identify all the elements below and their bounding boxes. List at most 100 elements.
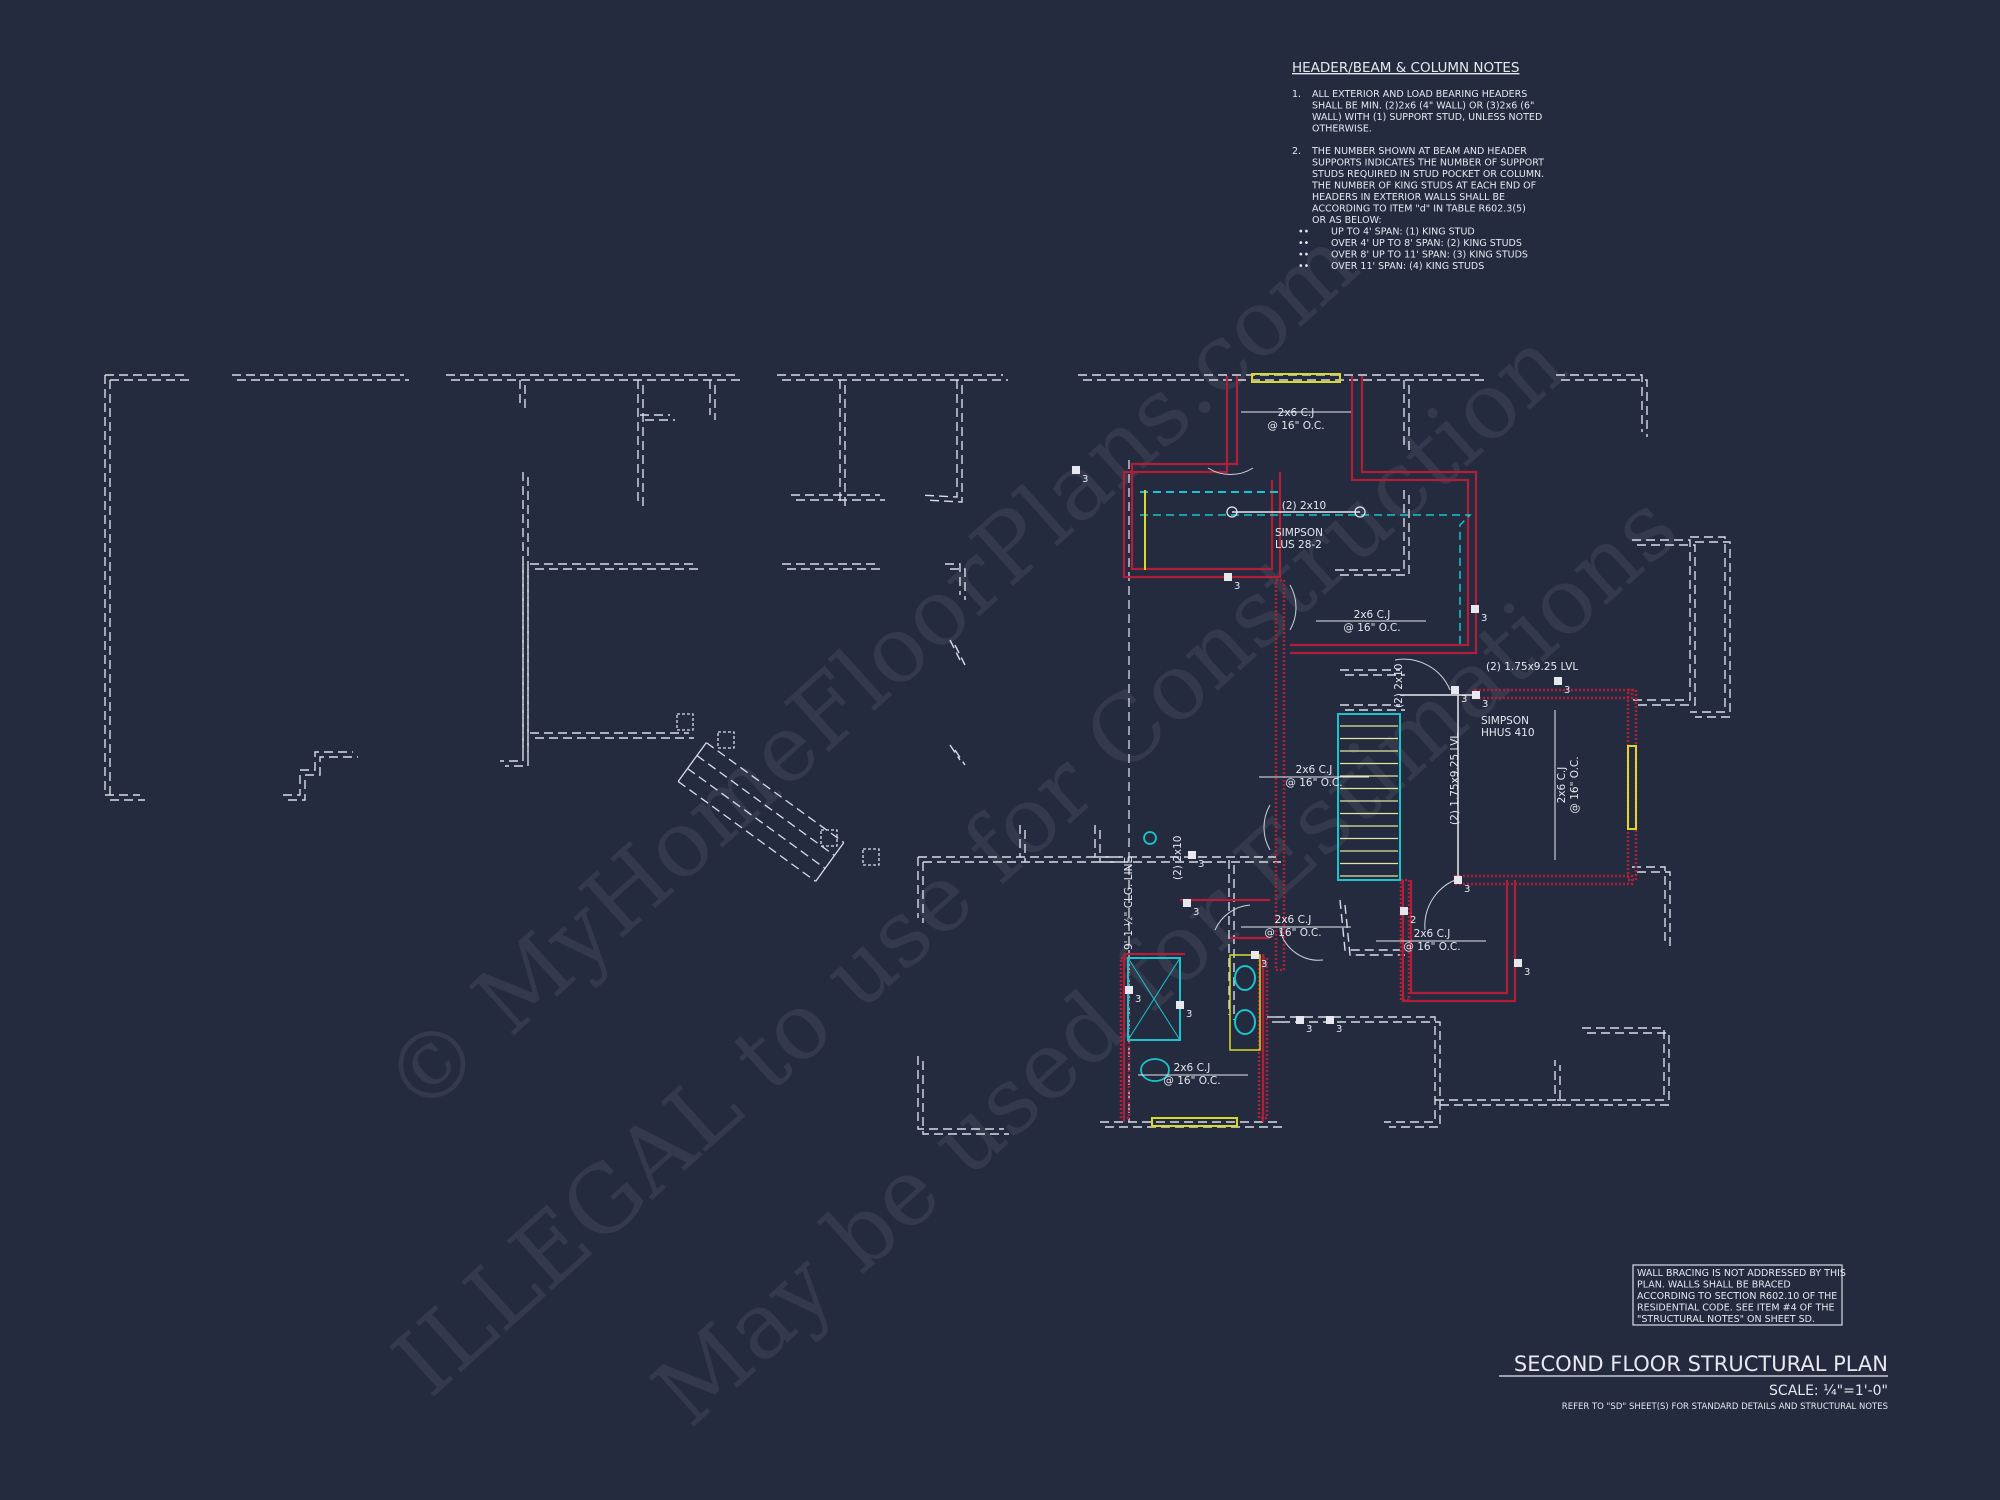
note-bullet: UP TO 4' SPAN: (1) KING STUD (1331, 227, 1475, 238)
hatched-bearing-wall (1257, 956, 1269, 1120)
stud-square (1296, 1016, 1304, 1024)
stud-square (1451, 686, 1459, 694)
wall-line (500, 472, 524, 762)
dashed-wall (519, 380, 526, 410)
note-line: SUPPORTS INDICATES THE NUMBER OF SUPPORT (1312, 158, 1544, 169)
shower-icon (1127, 957, 1181, 1041)
note-line: THE NUMBER SHOWN AT BEAM AND HEADER (1311, 146, 1527, 157)
column-icon (676, 713, 694, 731)
column-outline (717, 731, 735, 749)
note-number: 2. (1292, 146, 1301, 157)
sink-icon (1234, 965, 1256, 991)
stud-count-marker: 3 (1183, 899, 1199, 918)
beam-line-cyan (1140, 514, 1472, 645)
stud-count: 3 (1464, 884, 1470, 895)
bracing-line: WALL BRACING IS NOT ADDRESSED BY THIS (1637, 1268, 1846, 1279)
wall-line (1637, 544, 1696, 706)
wall-line (1555, 1027, 1665, 1101)
stud-square (1471, 605, 1479, 613)
drawing-title: SECOND FLOOR STRUCTURAL PLAN (1514, 1352, 1888, 1376)
note-line: ACCORDING TO ITEM "d" IN TABLE R602.3(5) (1312, 204, 1526, 215)
stud-count-marker: 3 (1554, 677, 1570, 696)
stud-count: 3 (1193, 907, 1199, 918)
dashed-wall (640, 414, 675, 421)
joist-label: 2x6 C.J @ 16" O.C. (1264, 914, 1321, 939)
wall-line (954, 749, 966, 766)
window (1627, 745, 1637, 830)
bullet-icon: •• (1298, 261, 1309, 272)
svg-text:@ 16" O.C.: @ 16" O.C. (1285, 777, 1342, 789)
fan-icon (1143, 831, 1157, 845)
door-swing (1207, 467, 1254, 475)
svg-text:2x6 C.J: 2x6 C.J (1296, 764, 1333, 776)
door-swing (1279, 929, 1324, 961)
dashed-wall (1632, 866, 1671, 950)
joist-label: 2x6 C.J @ 16" O.C. (1343, 609, 1400, 634)
bearing-wall (1290, 376, 1478, 655)
dashed-wall (1435, 1060, 1561, 1106)
column-icon (717, 731, 735, 749)
door-swing (1394, 658, 1451, 691)
dashed-wall (918, 856, 1281, 863)
dashed-wall (530, 732, 694, 739)
stud-count: 3 (1564, 685, 1570, 696)
note-line: HEADERS IN EXTERIOR WALLS SHALL BE (1312, 192, 1505, 203)
deck-board (696, 755, 835, 857)
wall-line (1339, 899, 1400, 951)
joist-label: 2x6 C.J @ 16" O.C. (1403, 928, 1460, 953)
svg-text:2x6 C.J: 2x6 C.J (1556, 767, 1568, 804)
stud-count-marker: 3 (1514, 959, 1530, 978)
wall-line (917, 1056, 1004, 1130)
beam-label: (2) 2x10 (1172, 836, 1184, 880)
dashed-wall (917, 857, 924, 923)
stud-square (1188, 851, 1196, 859)
dashed-wall (1094, 825, 1125, 863)
dashed-wall (1339, 899, 1405, 956)
stud-square (1224, 573, 1232, 581)
fixtures (1127, 373, 1637, 1127)
dashed-wall (1690, 536, 1731, 718)
hatched-bearing-wall (1399, 878, 1411, 1002)
notes-title: HEADER/BEAM & COLUMN NOTES (1292, 60, 1519, 76)
dashed-wall (782, 563, 885, 570)
stud-count: 3 (1481, 613, 1487, 624)
stud-count-marker: 3 (1125, 986, 1141, 1005)
wall-line (288, 756, 358, 801)
note-bullet: OVER 8' UP TO 11' SPAN: (3) KING STUDS (1331, 250, 1528, 261)
stud-count-marker: 3 (1472, 691, 1488, 710)
dashed-wall (1556, 374, 1648, 437)
note-bullet: OVER 4' UP TO 8' SPAN: (2) KING STUDS (1331, 238, 1522, 249)
dashed-wall (709, 380, 716, 420)
wall-line (1340, 495, 1410, 576)
dashed-wall (522, 564, 529, 757)
svg-text:2x6 C.J: 2x6 C.J (1354, 609, 1391, 621)
toilet-icon (1140, 1058, 1170, 1082)
dashed-wall (791, 494, 885, 501)
wall-line (954, 644, 966, 666)
refer-note: REFER TO "SD" SHEET(S) FOR STANDARD DETA… (1562, 1402, 1888, 1412)
dashed-wall (637, 380, 644, 509)
window (1151, 1117, 1238, 1127)
dashed-wall (1340, 669, 1405, 676)
dashed-wall (1340, 704, 1405, 711)
dashed-wall (530, 563, 700, 570)
wall-line (1556, 374, 1643, 432)
bullet-icon: •• (1298, 238, 1309, 249)
svg-text:2x6 C.J: 2x6 C.J (1278, 407, 1315, 419)
svg-text:@ 16" O.C.: @ 16" O.C. (1343, 622, 1400, 634)
wall-line (1632, 539, 1691, 701)
hanger-label: SIMPSON (1275, 527, 1323, 539)
stud-count: 3 (1135, 994, 1141, 1005)
dashed-wall (1265, 1016, 1281, 1023)
svg-text:2x6 C.J: 2x6 C.J (1174, 1062, 1211, 1074)
dashed-wall (105, 374, 194, 381)
bullet-icon: •• (1298, 227, 1309, 238)
shower-drain-line (1127, 957, 1181, 1041)
svg-text:@ 16" O.C.: @ 16" O.C. (1569, 756, 1581, 813)
wall-bracing-note: WALL BRACING IS NOT ADDRESSED BY THIS PL… (1632, 1264, 1846, 1326)
column-outline (862, 848, 880, 866)
wall-line (949, 744, 961, 761)
stud-square (1472, 691, 1480, 699)
stud-count-marker: 3 (1251, 951, 1267, 970)
